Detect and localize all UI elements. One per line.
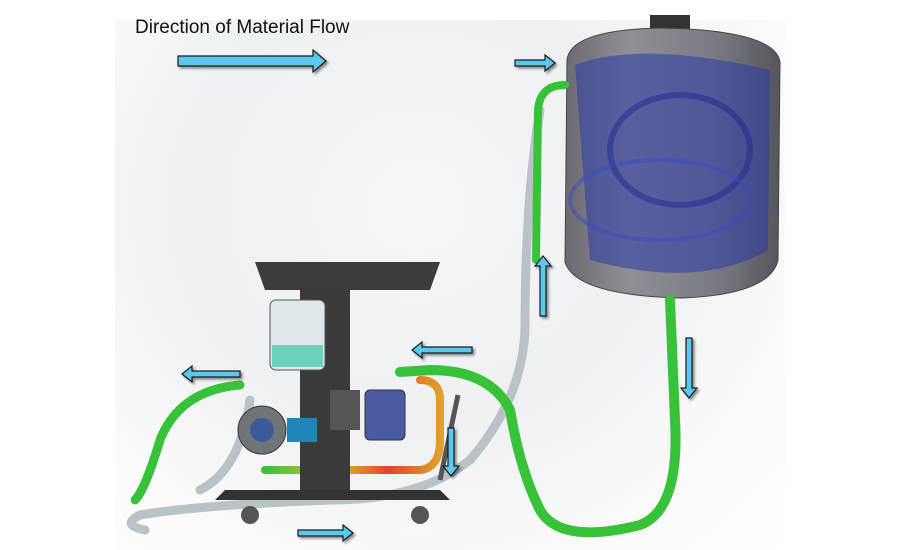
flow-arrow-up-hose — [533, 255, 553, 317]
storage-tank — [564, 15, 781, 299]
flow-arrow-down-tank-outlet — [679, 337, 699, 399]
flow-arrow-into-tank — [514, 53, 556, 73]
flow-hoses — [130, 81, 681, 538]
flow-arrow-left-pump — [181, 364, 241, 384]
flow-arrow-right-bottom — [297, 523, 354, 543]
legend-arrow-right — [177, 48, 327, 74]
legend-title: Direction of Material Flow — [135, 17, 350, 38]
flow-arrow-left-mill-inlet — [411, 340, 473, 360]
mixer-machine — [215, 262, 461, 524]
flow-arrow-down-mill — [441, 427, 461, 477]
